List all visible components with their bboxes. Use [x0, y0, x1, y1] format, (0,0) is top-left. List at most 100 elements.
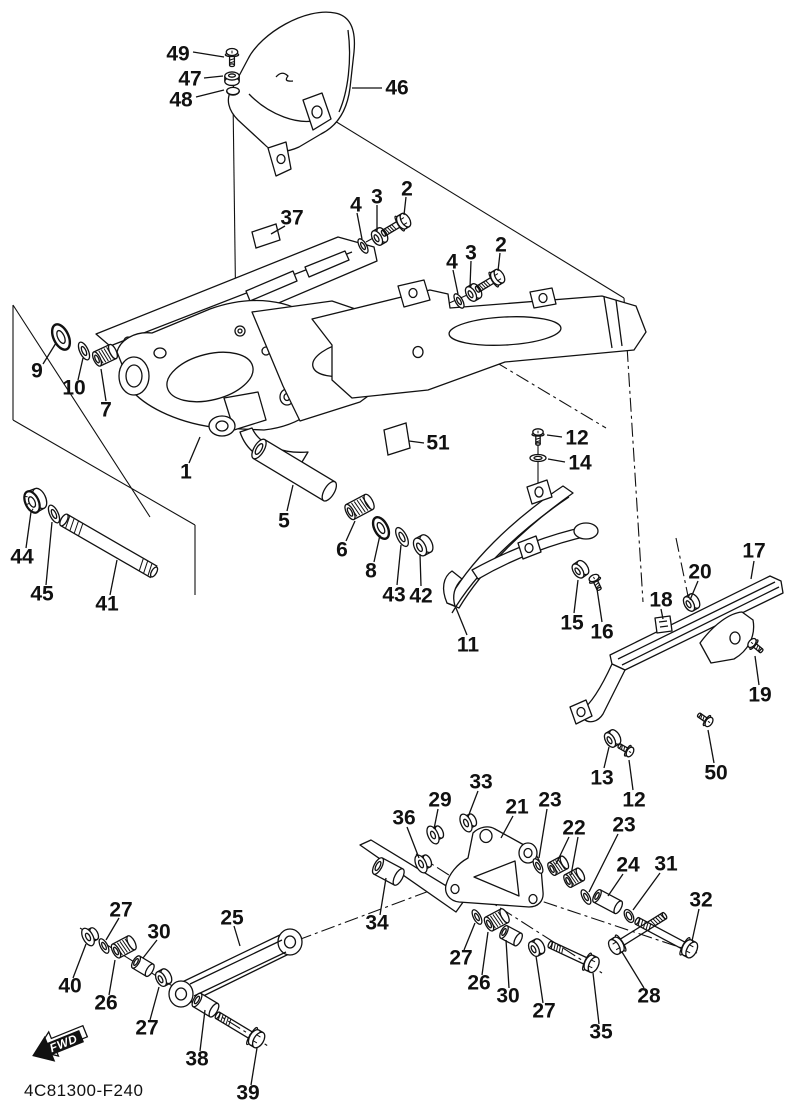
leader-line-11 — [455, 607, 468, 636]
part-45-washer — [47, 504, 61, 524]
part-49-screw — [224, 47, 240, 68]
leader-line-42 — [419, 553, 422, 587]
part-23-washer — [532, 858, 544, 874]
leader-line-20 — [689, 580, 699, 601]
part-4-washer — [357, 238, 369, 254]
part-25-connecting-rod — [168, 928, 303, 1008]
part-callout-35: 35 — [589, 1021, 613, 1044]
part-callout-27: 27 — [532, 1000, 555, 1023]
part-callout-37: 37 — [280, 207, 303, 230]
part-callout-14: 14 — [568, 452, 592, 475]
leader-line-51 — [408, 440, 425, 444]
part-callout-10: 10 — [62, 377, 85, 400]
part-callout-40: 40 — [58, 975, 81, 998]
part-21-relay-arm — [444, 826, 544, 908]
part-callout-24: 24 — [616, 854, 640, 877]
part-callout-29: 29 — [428, 789, 451, 812]
part-callout-23: 23 — [612, 814, 635, 837]
part-callout-15: 15 — [560, 612, 584, 635]
part-callout-4: 4 — [446, 251, 458, 274]
leader-line-2 — [403, 196, 407, 216]
leader-line-24 — [607, 873, 624, 897]
part-30-collar — [499, 925, 523, 947]
leader-line-28 — [621, 951, 645, 989]
part-11-chain-guide — [442, 479, 599, 614]
leader-line-50 — [707, 729, 715, 764]
leader-line-40 — [72, 943, 87, 979]
part-15-nut — [571, 559, 590, 579]
part-3-nut — [464, 283, 483, 302]
part-callout-46: 46 — [385, 77, 408, 100]
part-callout-3: 3 — [371, 186, 383, 209]
part-38-collar — [191, 992, 220, 1018]
part-26-bearing — [483, 908, 510, 932]
part-callout-30: 30 — [147, 921, 170, 944]
leader-line-15 — [573, 579, 579, 614]
part-callout-50: 50 — [704, 762, 727, 785]
leader-line-2 — [497, 252, 501, 272]
part-callout-27: 27 — [135, 1017, 158, 1040]
part-callout-28: 28 — [637, 985, 661, 1008]
part-callout-49: 49 — [166, 43, 189, 66]
part-34-collar — [371, 857, 405, 886]
leader-line-17 — [750, 560, 755, 580]
leader-line-27 — [535, 955, 544, 1004]
part-callout-39: 39 — [236, 1082, 259, 1105]
part-callout-3: 3 — [465, 242, 477, 265]
part-callout-18: 18 — [649, 589, 673, 612]
leader-line-10 — [77, 357, 84, 381]
leader-line-9 — [42, 342, 57, 365]
part-callout-2: 2 — [495, 234, 507, 257]
leader-line-33 — [467, 790, 479, 818]
leader-line-8 — [373, 534, 381, 563]
leader-line-39 — [250, 1047, 258, 1086]
leader-line-4 — [356, 212, 363, 240]
part-callout-1: 1 — [180, 461, 192, 484]
leader-line-48 — [195, 89, 225, 98]
part-9-seal — [50, 323, 72, 351]
part-35-bolt — [547, 940, 600, 974]
part-47-nut — [224, 71, 240, 87]
part-10-washer — [77, 341, 91, 361]
part-callout-33: 33 — [469, 771, 492, 794]
part-28-bolt — [607, 911, 668, 956]
part-22-bearing — [563, 867, 586, 888]
part-callout-16: 16 — [590, 621, 613, 644]
leader-line-43 — [396, 544, 402, 586]
leader-line-47 — [203, 75, 224, 79]
leader-line-6 — [345, 520, 356, 542]
leader-line-49 — [192, 51, 225, 58]
leader-line-22 — [555, 836, 570, 865]
part-callout-51: 51 — [426, 432, 450, 455]
part-callout-48: 48 — [169, 89, 193, 112]
part-callout-30: 30 — [496, 985, 519, 1008]
part-44-castle — [23, 487, 48, 514]
part-5-pivot-collar — [251, 438, 338, 502]
leader-line-3 — [469, 260, 472, 288]
part-30-collar — [130, 955, 155, 978]
part-8-seal — [371, 516, 391, 540]
part-19-screw — [747, 637, 764, 654]
part-callout-42: 42 — [409, 585, 432, 608]
part-12-screw — [531, 428, 545, 446]
part-32-bolt — [634, 916, 699, 959]
leader-line-16 — [596, 588, 603, 623]
part-4-washer — [453, 293, 465, 309]
part-27-washer — [471, 909, 483, 925]
leader-line-18 — [660, 608, 664, 620]
part-callout-9: 9 — [31, 360, 43, 383]
part-callout-41: 41 — [95, 593, 119, 616]
leader-line-4 — [452, 269, 459, 295]
part-12-screw — [617, 743, 635, 758]
part-callout-13: 13 — [590, 767, 613, 790]
part-callout-5: 5 — [278, 510, 290, 533]
part-callout-43: 43 — [382, 584, 405, 607]
part-callout-20: 20 — [688, 561, 711, 584]
part-2-bolt — [474, 268, 506, 293]
part-callout-34: 34 — [365, 912, 389, 935]
part-39-bolt — [214, 1011, 266, 1049]
part-callout-8: 8 — [365, 560, 377, 583]
leader-line-27 — [105, 917, 120, 941]
